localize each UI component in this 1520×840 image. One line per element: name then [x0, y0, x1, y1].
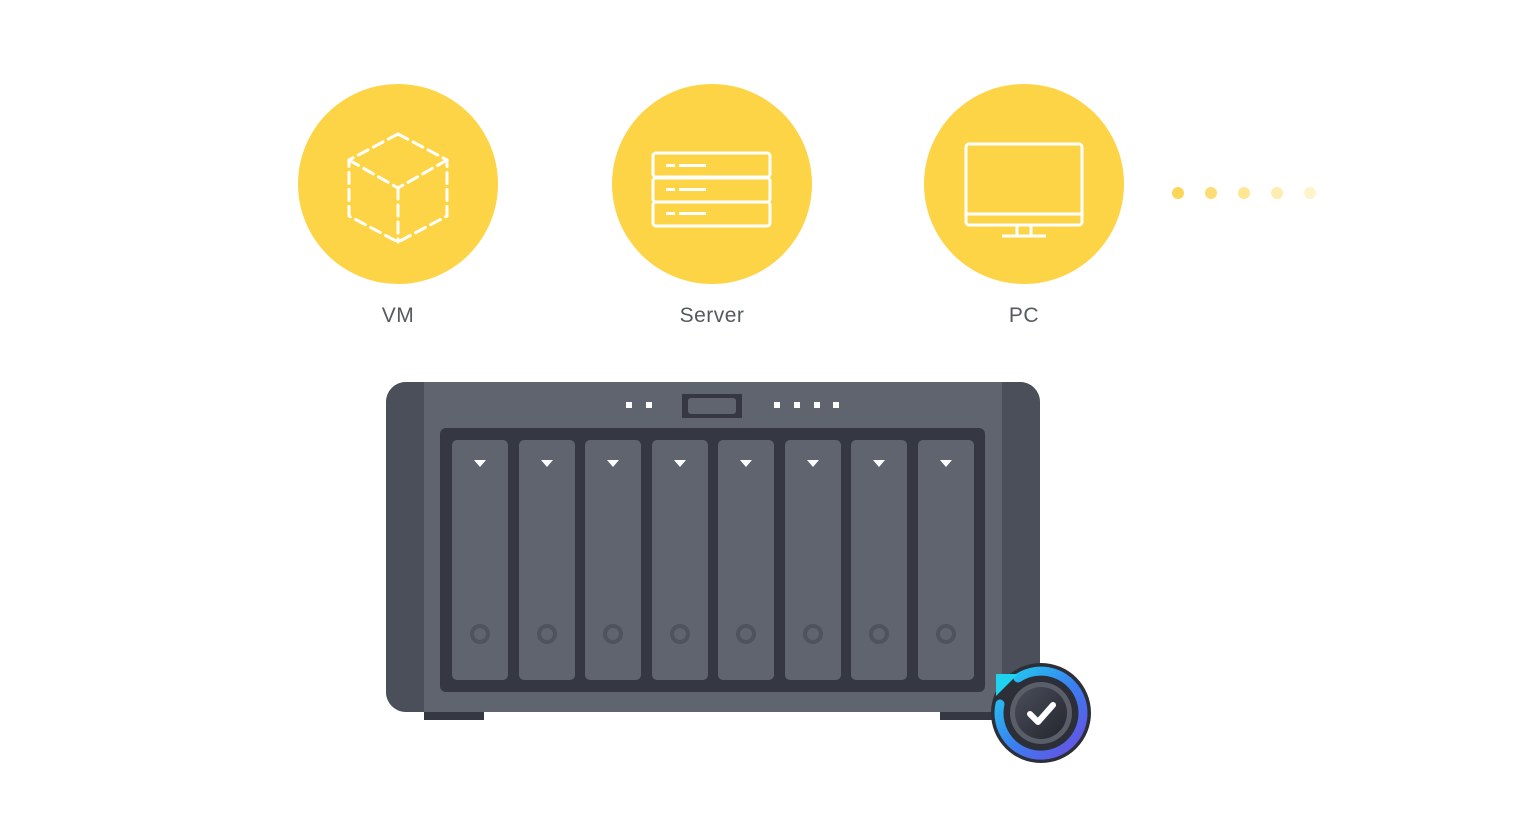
ellipsis-dot [1238, 187, 1250, 199]
nas-side-right [1002, 382, 1040, 712]
drive-bay [585, 440, 641, 680]
drive-bay [718, 440, 774, 680]
drive-bay [651, 440, 708, 680]
drive-bay-frame [440, 428, 985, 692]
ellipsis-dot [1172, 187, 1184, 199]
bay-latch-icon [536, 624, 557, 644]
desktop-monitor-icon [964, 142, 1084, 238]
pc-circle [924, 84, 1124, 284]
source-server: Server [612, 84, 812, 328]
drive-bay [851, 440, 907, 680]
bay-latch-icon [802, 624, 823, 644]
eject-triangle-icon [873, 460, 885, 467]
bay-latch-icon [669, 624, 690, 644]
eject-triangle-icon [540, 460, 553, 467]
status-led [814, 402, 820, 408]
eject-triangle-icon [806, 460, 819, 467]
nas-chassis [386, 382, 1040, 712]
nas-device [386, 382, 1040, 720]
server-rack-icon [651, 151, 772, 228]
drive-bay [917, 440, 974, 680]
status-led [646, 402, 652, 408]
server-label: Server [679, 304, 745, 327]
ellipsis-dot [1205, 187, 1217, 199]
eject-triangle-icon [740, 460, 752, 467]
bay-latch-icon [603, 624, 623, 644]
cube-dashed-icon [347, 132, 449, 244]
status-led [794, 402, 800, 408]
eject-triangle-icon [939, 460, 952, 467]
nas-foot-right [940, 712, 1000, 720]
server-circle [612, 84, 812, 284]
drive-bay [452, 440, 508, 680]
backup-restore-check-icon [988, 660, 1094, 766]
nas-foot-left [424, 712, 484, 720]
drive-bay [518, 440, 575, 680]
status-led [626, 402, 632, 408]
vm-label: VM [381, 304, 415, 327]
drive-bay [784, 440, 841, 680]
source-vm: VM [298, 84, 498, 328]
bay-latch-icon [869, 624, 889, 644]
ellipsis-dot [1304, 187, 1316, 199]
eject-triangle-icon [474, 460, 486, 467]
pc-label: PC [1008, 304, 1040, 327]
status-led [833, 402, 839, 408]
vm-circle [298, 84, 498, 284]
source-pc: PC [924, 84, 1124, 328]
eject-triangle-icon [607, 460, 619, 467]
ellipsis-dot [1271, 187, 1283, 199]
status-led [774, 402, 780, 408]
eject-triangle-icon [673, 460, 686, 467]
bay-latch-icon [470, 624, 490, 644]
nas-display [682, 394, 742, 418]
bay-latch-icon [736, 624, 756, 644]
nas-side-left [386, 382, 424, 712]
bay-latch-icon [935, 624, 956, 644]
more-sources-indicator [1172, 187, 1316, 199]
